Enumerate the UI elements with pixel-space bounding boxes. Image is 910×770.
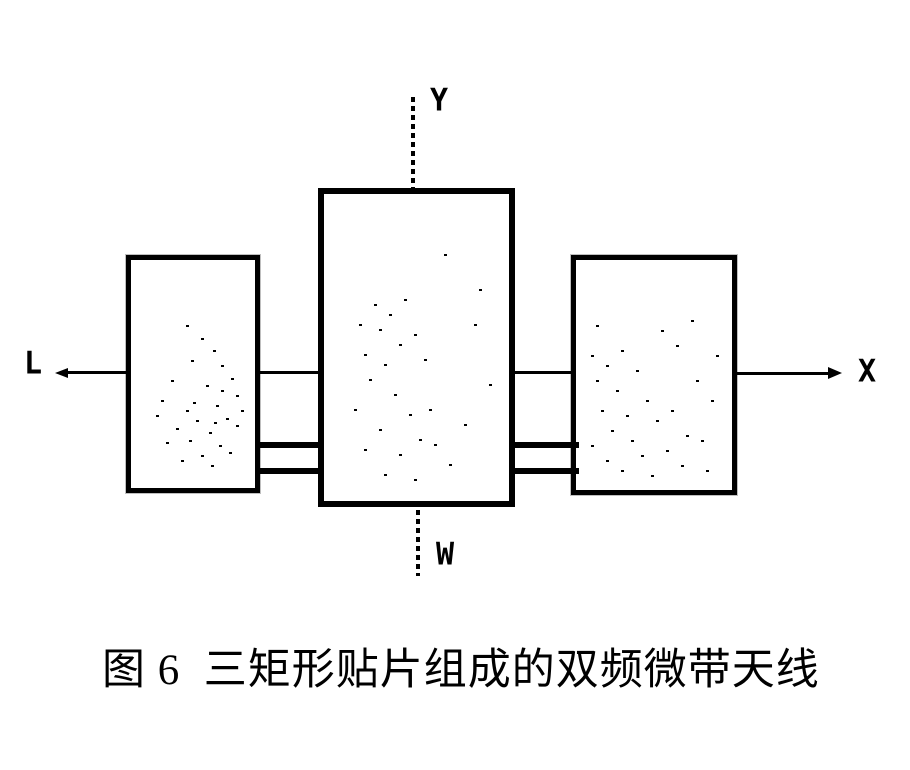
patch-center-rectangle <box>318 188 515 507</box>
scan-noise-center <box>324 194 327 196</box>
feed-line-right-lower <box>509 468 579 474</box>
y-axis-dashed-line <box>411 97 415 188</box>
w-lead-label: W <box>436 536 455 573</box>
feed-line-left-lower <box>255 468 323 474</box>
feed-line-left-upper <box>255 442 323 448</box>
scan-noise-left <box>131 260 134 262</box>
patch-left-rectangle <box>126 255 260 493</box>
l-lead-label: L <box>24 345 43 382</box>
x-axis-label: X <box>858 353 877 390</box>
y-axis-label: Y <box>430 82 449 119</box>
right-arrowhead-icon <box>828 367 842 379</box>
left-arrowhead-icon <box>55 368 68 378</box>
feed-line-right-upper <box>509 442 579 448</box>
x-axis-segment-right-gap <box>513 371 573 374</box>
x-axis-segment-left-gap <box>258 371 320 374</box>
scan-noise-right <box>576 260 579 262</box>
w-lead-dashed-line <box>416 510 420 576</box>
x-axis-segment-right <box>735 372 835 375</box>
x-axis-segment-left <box>62 371 128 374</box>
figure-caption: 图 6 三矩形贴片组成的双频微带天线 <box>102 647 820 694</box>
patch-right-rectangle <box>571 255 737 495</box>
